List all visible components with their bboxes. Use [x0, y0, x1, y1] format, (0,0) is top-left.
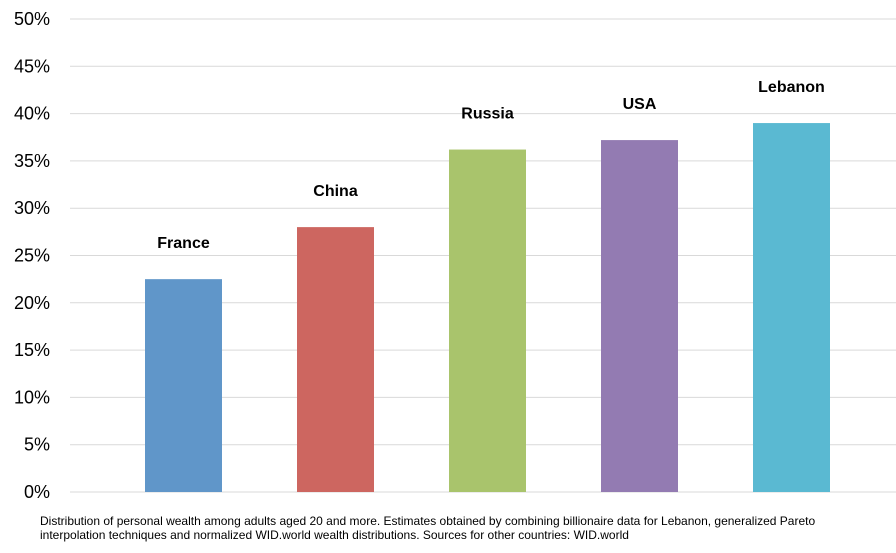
- bar-lebanon: [753, 123, 830, 492]
- footnote-line-1: Distribution of personal wealth among ad…: [40, 514, 816, 528]
- footnote: Distribution of personal wealth among ad…: [40, 514, 890, 542]
- bar-label-france: France: [157, 235, 210, 252]
- y-tick-label: 35%: [14, 151, 50, 171]
- bar-label-usa: USA: [623, 96, 657, 113]
- y-tick-label: 0%: [24, 482, 50, 502]
- bar-russia: [449, 149, 526, 492]
- y-tick-label: 45%: [14, 56, 50, 76]
- bar-china: [297, 227, 374, 492]
- bar-chart: 0% 5% 10% 15% 20% 25% 30% 35% 40% 45% 50% France Ch…: [14, 9, 896, 502]
- y-tick-label: 50%: [14, 9, 50, 29]
- bars: [145, 123, 830, 492]
- y-tick-label: 10%: [14, 387, 50, 407]
- bar-label-china: China: [313, 183, 358, 200]
- y-tick-label: 20%: [14, 293, 50, 313]
- y-axis-tick-labels: 0% 5% 10% 15% 20% 25% 30% 35% 40% 45% 50%: [14, 9, 50, 502]
- bar-labels: France China Russia USA Lebanon: [157, 79, 825, 252]
- y-tick-label: 30%: [14, 198, 50, 218]
- y-tick-label: 5%: [24, 435, 50, 455]
- y-tick-label: 25%: [14, 246, 50, 266]
- bar-label-lebanon: Lebanon: [758, 79, 825, 96]
- bar-france: [145, 279, 222, 492]
- bar-usa: [601, 140, 678, 492]
- footnote-line-2: interpolation techniques and normalized …: [40, 528, 629, 542]
- y-tick-label: 15%: [14, 340, 50, 360]
- bar-label-russia: Russia: [461, 106, 514, 123]
- y-tick-label: 40%: [14, 104, 50, 124]
